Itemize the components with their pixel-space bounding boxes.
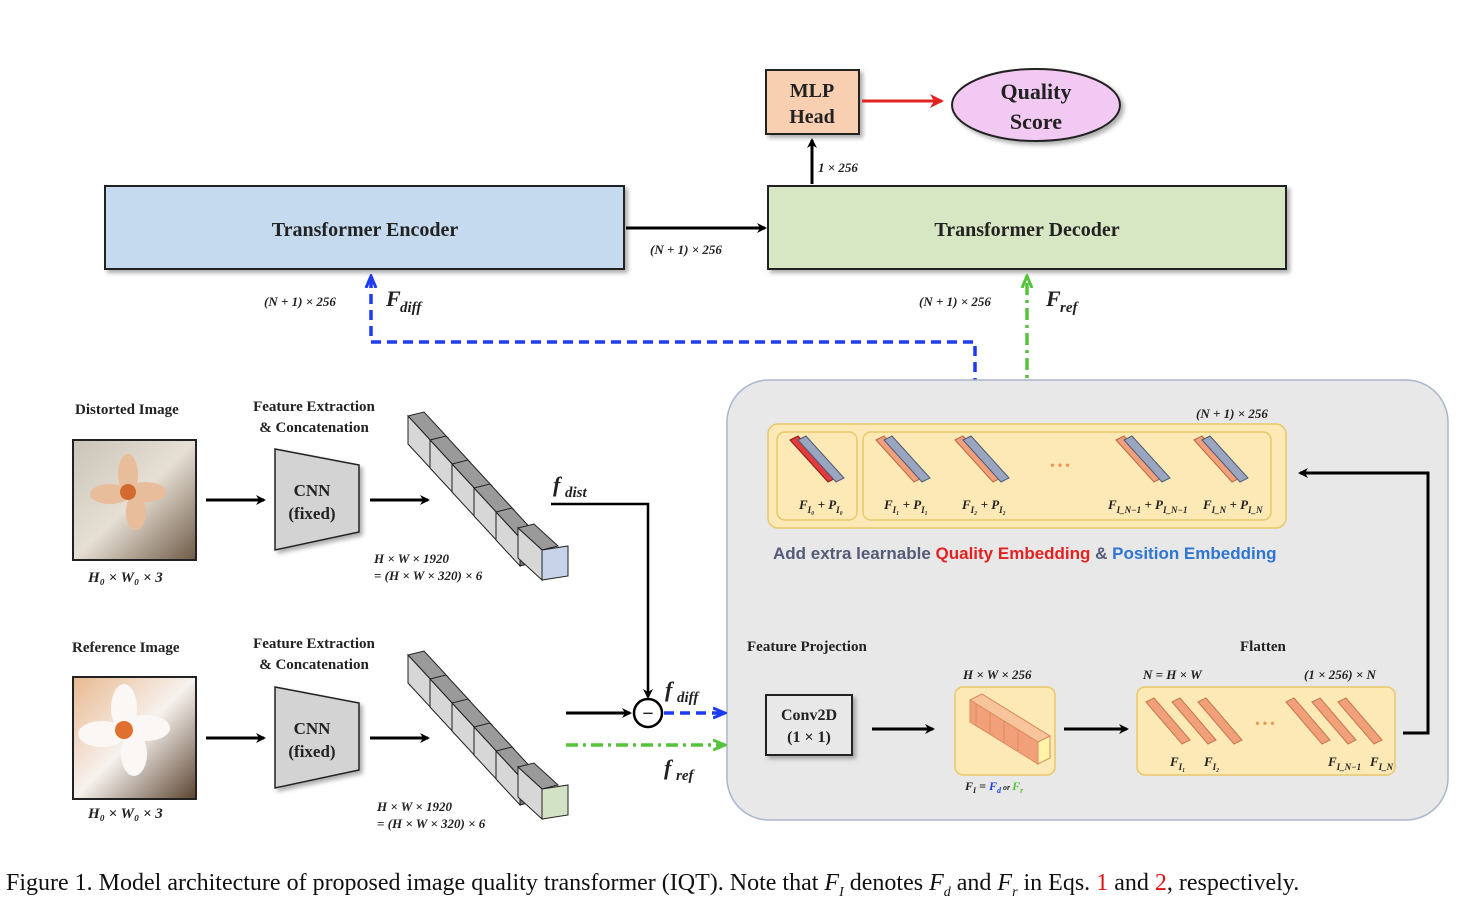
caption-prefix: Figure 1. Model architecture of proposed… (6, 870, 825, 896)
distorted-image (72, 439, 197, 561)
quality-token-box (776, 431, 858, 521)
feat-ext-1-line2: & Concatenation (259, 420, 369, 436)
feat-dim-2-line2: = (H × W × 320) × 6 (377, 816, 486, 831)
flat-token-6 (1337, 697, 1383, 745)
reference-dim: H₀ × W₀ × 3 (87, 806, 163, 822)
conv2d-line2: (1 × 1) (787, 729, 831, 746)
f-ref-small-label: f (664, 755, 674, 780)
distorted-dim: H₀ × W₀ × 3 (87, 570, 163, 586)
enc-in-dim: (N + 1) × 256 (264, 294, 336, 309)
feat-dim-2-line1: H × W × 1920 (376, 799, 453, 814)
caption-suffix: , respectively. (1166, 870, 1300, 896)
distorted-image-title: Distorted Image (75, 402, 179, 418)
caption-ref1: 1 (1096, 870, 1109, 896)
feature-stack-distorted (407, 411, 569, 582)
cnn-1-line2: (fixed) (288, 504, 335, 523)
f-ref-small-sub: ref (676, 768, 695, 784)
F-diff-sub: diff (400, 300, 423, 316)
quality-score-ellipse: Quality Score (951, 68, 1121, 142)
f-diff-small-label: f (665, 677, 675, 702)
caption-and: and (1108, 870, 1155, 896)
feat-ext-2-line2: & Concatenation (259, 657, 369, 673)
embed-dim: (N + 1) × 256 (1196, 406, 1268, 421)
quality-score-line1: Quality (1001, 79, 1072, 104)
flat-token-4 (1285, 697, 1331, 745)
transformer-decoder-box: Transformer Decoder (767, 185, 1287, 270)
F-diff-label: F (385, 286, 401, 311)
caption-mid3: in Eqs. (1017, 870, 1097, 896)
dec-in-dim: (N + 1) × 256 (919, 294, 991, 309)
embed-text-2: Quality Embedding (936, 544, 1091, 563)
token-1 (875, 435, 931, 483)
minus-sign: − (642, 703, 653, 725)
flatten-to-embed-arrow (1298, 468, 1430, 735)
fi-definition: FI = Fd or Fr (964, 779, 1024, 795)
embed-text-3: & (1090, 544, 1112, 563)
feat-dim-1-line1: H × W × 1920 (373, 551, 450, 566)
enc-dec-dim: (N + 1) × 256 (650, 242, 722, 257)
mlp-head-line2: Head (789, 106, 835, 128)
feat-dim-1-line2: = (H × W × 320) × 6 (374, 568, 483, 583)
flatten-label: Flatten (1240, 639, 1286, 655)
flat-ellipsis: • • • (1255, 716, 1274, 730)
flat-token-3 (1197, 697, 1243, 745)
token-n-1 (1115, 435, 1171, 483)
mlp-head-line1: MLP (790, 80, 834, 102)
token-2 (954, 435, 1010, 483)
embedding-caption: Add extra learnable Quality Embedding & … (773, 544, 1277, 563)
fdist-to-minus-arrow (551, 502, 653, 699)
reference-image (72, 676, 197, 800)
flat-token-2 (1171, 697, 1217, 745)
token-quality (789, 435, 845, 483)
conv2d-line1: Conv2D (781, 707, 837, 724)
mlp-head-box: MLP Head (765, 69, 860, 135)
n-definition: N = H × W (1142, 667, 1203, 682)
f-dist-label: f (553, 472, 563, 497)
subtract-operator: − (632, 697, 664, 729)
transformer-encoder-box: Transformer Encoder (104, 185, 625, 270)
conv2d-box: Conv2D (1 × 1) (765, 694, 853, 756)
cnn-2-line1: CNN (294, 719, 332, 738)
cnn-1-line1: CNN (294, 481, 332, 500)
flattened-tokens (1145, 697, 1383, 745)
feature-stack-reference (407, 650, 569, 821)
feature-projection-label: Feature Projection (747, 639, 867, 655)
flatten-box (1136, 686, 1396, 776)
embed-text-1: Add extra learnable (773, 544, 936, 563)
architecture-diagram: MLP Head Quality Score 1 × 256 Transform… (72, 68, 1449, 831)
caption-ref2: 2 (1154, 870, 1167, 896)
reference-image-title: Reference Image (72, 640, 180, 656)
figure-caption: Figure 1. Model architecture of proposed… (6, 870, 1300, 900)
f-dist-sub: dist (565, 485, 588, 501)
feat-ext-1-line1: Feature Extraction (253, 399, 375, 415)
decoder-label: Transformer Decoder (934, 219, 1119, 241)
flat-token-1 (1145, 697, 1191, 745)
f-diff-small-sub: diff (677, 690, 700, 706)
feat-ext-2-line1: Feature Extraction (253, 636, 375, 652)
quality-score-line2: Score (1010, 109, 1062, 134)
cnn-2-line2: (fixed) (288, 742, 335, 761)
flat-token-5 (1311, 697, 1357, 745)
caption-mid2: and (950, 870, 998, 896)
fi-label: F (964, 779, 973, 793)
position-token-box (862, 431, 1272, 521)
token-ellipsis: • • • (1050, 458, 1069, 472)
caption-mid1: denotes (843, 870, 930, 896)
token-n (1193, 435, 1249, 483)
proj-dim: H × W × 256 (962, 667, 1032, 682)
F-ref-label: F (1045, 286, 1061, 311)
F-ref-sub: ref (1060, 300, 1079, 316)
dim-1x256: 1 × 256 (818, 160, 858, 175)
embed-text-4: Position Embedding (1112, 544, 1276, 563)
cnn-reference: CNN (fixed) (274, 686, 360, 789)
flat-dim: (1 × 256) × N (1304, 667, 1376, 682)
projected-feature-cube (968, 693, 1052, 765)
encoder-label: Transformer Encoder (272, 219, 459, 241)
cnn-distorted: CNN (fixed) (274, 448, 360, 551)
